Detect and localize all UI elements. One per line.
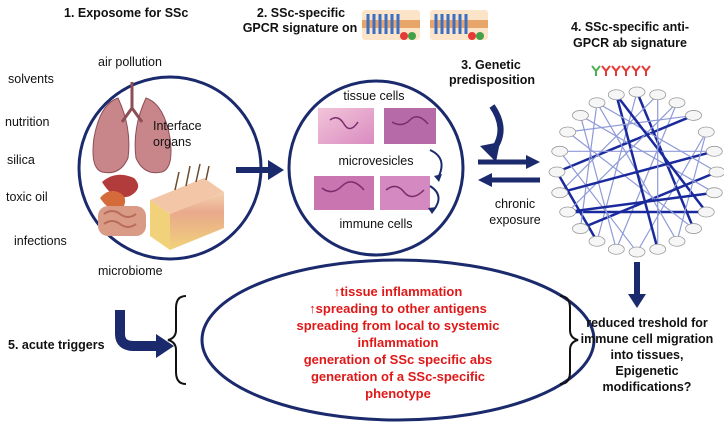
cells-tissue-label: tissue cells xyxy=(343,89,405,103)
exposome-solvents: solvents xyxy=(8,72,54,86)
antibody-icons xyxy=(591,65,651,76)
bidirectional-arrows xyxy=(478,155,540,187)
antibody-icon xyxy=(591,65,601,76)
network-node xyxy=(705,145,723,157)
network-node xyxy=(559,126,577,138)
network-node xyxy=(697,126,715,138)
gpcr-network-graph xyxy=(548,86,724,258)
step2-title-line2: GPCR signature on xyxy=(242,21,358,35)
network-edge xyxy=(556,114,695,174)
outcome-1: ↑tissue inflammation xyxy=(333,284,463,299)
right-brace xyxy=(559,295,579,385)
network-node xyxy=(607,243,625,255)
network-edge xyxy=(567,102,678,213)
network-node xyxy=(607,89,625,101)
network-node xyxy=(572,223,589,234)
step5-title: 5. acute triggers xyxy=(8,338,105,352)
network-node xyxy=(548,166,566,178)
exposome-microbiome: microbiome xyxy=(98,264,163,278)
cells-microvesicles-label: microvesicles xyxy=(338,154,414,168)
network-node xyxy=(668,235,686,247)
exposome-air-pollution: air pollution xyxy=(98,55,162,69)
network-edge xyxy=(596,91,638,242)
network-node xyxy=(551,145,569,157)
cells-circle xyxy=(287,79,465,257)
network-edge xyxy=(555,171,599,242)
antibody-icon xyxy=(631,65,641,76)
chronic-exposure-line2: exposure xyxy=(489,213,541,227)
network-node xyxy=(685,223,702,234)
network-node xyxy=(649,89,667,101)
left-brace xyxy=(167,295,187,385)
network-node xyxy=(685,110,702,121)
network-node xyxy=(588,235,606,247)
cells-immune-label: immune cells xyxy=(339,217,413,231)
exposome-toxic-oil: toxic oil xyxy=(6,190,48,204)
step2-title-line1: 2. SSc-specific xyxy=(256,6,346,20)
network-node xyxy=(649,243,667,255)
network-edge xyxy=(559,150,638,253)
immune-histology-image-1 xyxy=(314,176,374,210)
network-edge xyxy=(567,114,694,133)
step3-title-line2: predisposition xyxy=(448,73,536,87)
network-node xyxy=(708,166,724,178)
antibody-icon xyxy=(621,65,631,76)
outcome-3: spreading from local to systemic xyxy=(296,318,500,333)
network-node xyxy=(551,187,569,199)
step3-title-line1: 3. Genetic xyxy=(461,58,521,72)
network-node xyxy=(668,97,686,109)
gpcr-membrane-illustration xyxy=(362,10,488,40)
network-node xyxy=(697,206,715,218)
right-text-line1: reduced treshold for xyxy=(586,316,708,330)
outcome-6: generation of a SSc-specific xyxy=(310,369,486,384)
antibody-icon xyxy=(641,65,651,76)
antibody-icon xyxy=(601,65,611,76)
lungs-illustration xyxy=(92,82,172,174)
outcome-2: ↑spreading to other antigens xyxy=(309,301,487,316)
skin-illustration xyxy=(150,163,224,250)
network-edge xyxy=(615,93,708,213)
tissue-histology-image-2 xyxy=(384,108,436,144)
outcome-5: generation of SSc specific abs xyxy=(303,352,493,367)
network-node xyxy=(572,110,589,121)
antibody-icon xyxy=(611,65,621,76)
network-edge xyxy=(559,150,715,194)
step4-title-line2: GPCR ab signature xyxy=(573,36,687,50)
network-edge xyxy=(580,114,715,194)
network-node xyxy=(628,86,646,98)
network-node xyxy=(628,246,646,258)
digestive-organs-illustration xyxy=(98,174,146,236)
network-edge xyxy=(559,94,659,194)
right-text-line4: Epigenetic modifications? xyxy=(602,364,692,394)
network-edge xyxy=(567,191,715,214)
network-edge xyxy=(579,102,598,229)
exposome-infections: infections xyxy=(14,234,67,248)
right-text-line2: immune cell migration xyxy=(580,332,714,346)
network-node xyxy=(559,206,577,218)
network-node xyxy=(588,97,606,109)
network-node xyxy=(705,187,723,199)
chronic-exposure-line1: chronic xyxy=(494,197,536,211)
exposome-silica: silica xyxy=(7,153,35,167)
outcomes-ellipse xyxy=(200,258,596,422)
right-outcome-text: reduced treshold for immune cell migrati… xyxy=(572,315,722,395)
step4-title-line1: 4. SSc-specific anti- xyxy=(570,20,690,34)
outcome-7: phenotype xyxy=(365,386,431,401)
right-text-line3: into tissues, xyxy=(610,348,684,362)
interface-organs-label-line1: Interface xyxy=(153,119,202,133)
outcome-4: inflammation xyxy=(357,335,439,350)
outcomes-list: ↑tissue inflammation ↑spreading to other… xyxy=(224,283,572,402)
network-edge xyxy=(596,102,718,173)
exposome-nutrition: nutrition xyxy=(5,115,50,129)
arrow-acute-triggers xyxy=(115,310,158,351)
interface-organs-label-line2: organs xyxy=(153,135,192,149)
step1-title: 1. Exposome for SSc xyxy=(64,6,189,20)
network-edge xyxy=(676,131,707,242)
